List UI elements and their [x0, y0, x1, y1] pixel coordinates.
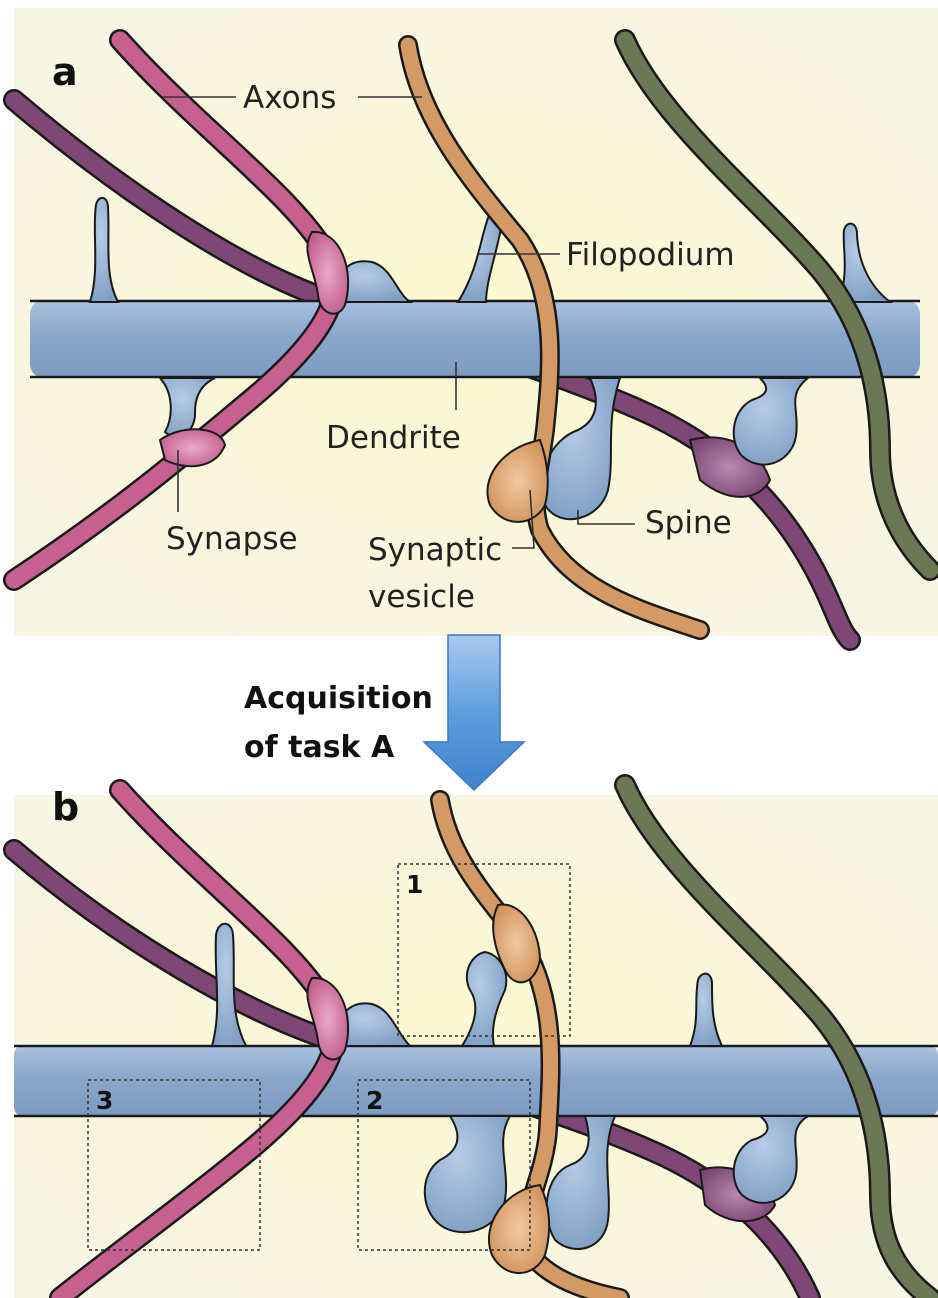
transition: Acquisition of task A	[244, 635, 524, 790]
label-dendrite: Dendrite	[326, 420, 461, 456]
dendrite-shaft	[30, 300, 920, 378]
box-number-3: 3	[96, 1086, 113, 1115]
label-synaptic: Synaptic	[368, 532, 502, 568]
box-number-2: 2	[366, 1086, 383, 1115]
label-axons: Axons	[243, 80, 336, 116]
dendrite-shaft-b	[14, 1045, 938, 1117]
label-synapse: Synapse	[166, 521, 298, 557]
label-spine: Spine	[645, 505, 732, 541]
panel-b: 1 2 3 b	[14, 785, 938, 1298]
down-arrow	[424, 635, 524, 790]
transition-line1: Acquisition	[244, 681, 433, 716]
label-vesicle: vesicle	[368, 579, 475, 615]
panel-label-b: b	[52, 785, 79, 829]
box-number-1: 1	[406, 870, 423, 899]
panel-a: a Axons Filopodium Dendrite Synapse Spin…	[14, 8, 938, 640]
panel-label-a: a	[52, 50, 78, 94]
label-filopodium: Filopodium	[566, 237, 735, 273]
transition-line2: of task A	[244, 730, 395, 765]
